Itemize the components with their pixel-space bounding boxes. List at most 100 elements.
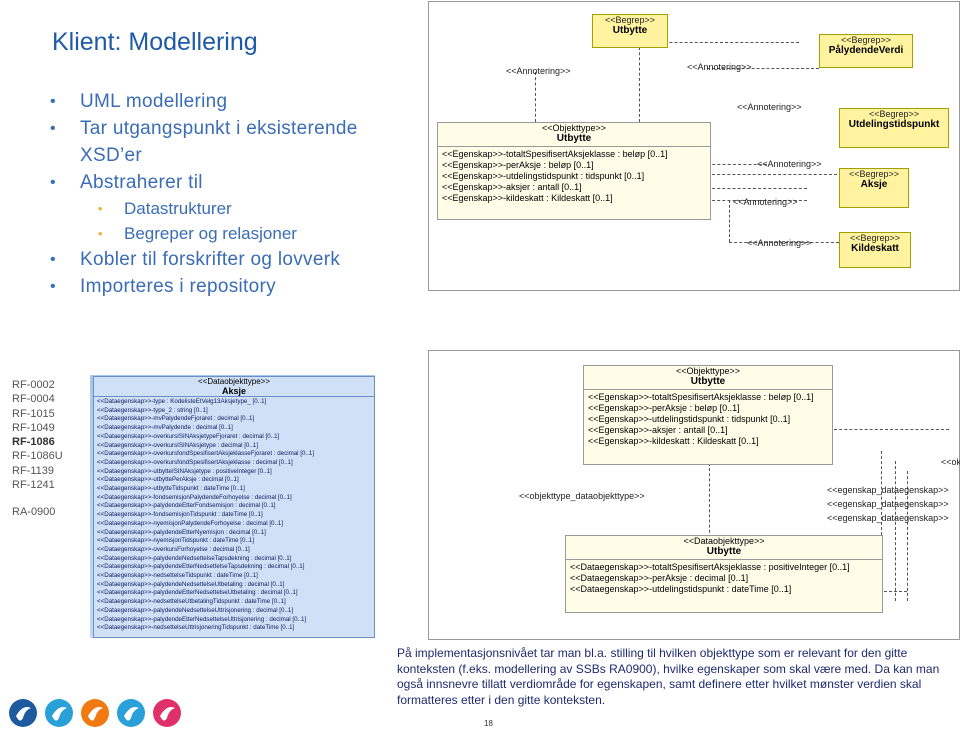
uml-dataobjekttype-class[interactable]: <<Dataobjekttype>> Utbytte <<Dataegenska… — [565, 535, 883, 613]
uml-begrep-class[interactable]: <<Begrep>> PålydendeVerdi — [819, 34, 913, 68]
class-name: Utbytte — [584, 376, 832, 390]
uml-begrep-class[interactable]: <<Begrep>> Utbytte — [592, 14, 668, 48]
class-attribute: <<Dataegenskap>>-overkursfondSpesifisert… — [97, 458, 293, 466]
class-attributes: <<Egenskap>>-totaltSpesifisertAksjeklass… — [584, 390, 832, 449]
class-name: Aksje — [860, 179, 888, 190]
connector-line — [707, 164, 767, 165]
bullet-item: UML modellering — [50, 88, 400, 115]
connector-line — [895, 461, 896, 601]
class-attribute: <<Egenskap>>-kildeskatt : Kildeskatt [0.… — [588, 436, 759, 446]
class-attribute: <<Dataegenskap>>-type : KodelisteEtVelg1… — [97, 398, 267, 405]
class-attribute: <<Dataegenskap>>-palydendeEtterFondsemis… — [97, 502, 276, 510]
rf-form-list: RF-0002 RF-0004 RF-1015 RF-1049 RF-1086 … — [12, 378, 63, 492]
rf-item: RF-0004 — [12, 393, 55, 406]
class-attribute: <<Dataegenskap>>-palydendeEtterNedsettel… — [97, 563, 305, 571]
bullet-list: UML modellering Tar utgangspunkt i eksis… — [50, 88, 400, 300]
class-attribute: <<Dataegenskap>>-nyemisjonPalydendeForho… — [97, 519, 284, 527]
uml-objekttype-class[interactable]: <<Objekttype>> Utbytte <<Egenskap>>-tota… — [437, 122, 711, 220]
uml-objekttype-class[interactable]: <<Objekttype>> Utbytte <<Egenskap>>-tota… — [583, 365, 833, 465]
uml-begrep-class[interactable]: <<Begrep>> Aksje — [839, 168, 909, 208]
class-attribute: <<Dataegenskap>>-palydendeNedsettelseTap… — [97, 554, 292, 562]
connector-line — [707, 200, 807, 201]
class-name: Kildeskatt — [851, 243, 899, 254]
class-attribute: <<Dataegenskap>>-overkursfondSpesifisert… — [97, 450, 315, 458]
uml-begrep-class[interactable]: <<Begrep>> Kildeskatt — [839, 232, 911, 268]
class-attribute: <<Dataegenskap>>-type_2 : string [0..1] — [97, 406, 208, 414]
implementation-diagram-panel: <<Objekttype>> Utbytte <<Egenskap>>-tota… — [428, 350, 960, 640]
concept-diagram-panel: <<Annotering>> <<Annotering>> <<Annoteri… — [428, 1, 960, 291]
class-attributes: <<Egenskap>>-totaltSpesifisertAksjeklass… — [438, 147, 710, 206]
class-attribute: <<Dataegenskap>>-overkursISINAksjetype :… — [97, 441, 258, 449]
connector-line — [881, 451, 882, 601]
connector-line — [639, 42, 799, 43]
class-attribute: <<Dataegenskap>>-overkursISINAksjetypeFj… — [97, 432, 280, 440]
class-stereotype: <<Objekttype>> — [541, 123, 607, 133]
ssb-logo-icon — [8, 698, 38, 728]
connector-line — [729, 200, 730, 242]
uml-begrep-class[interactable]: <<Begrep>> Utdelingstidspunkt — [839, 108, 949, 148]
connector-line — [535, 72, 536, 122]
ra-label: RA-0900 — [12, 506, 56, 518]
class-attribute: <<Dataegenskap>>-utbyttePerAksje : decim… — [97, 476, 239, 484]
class-stereotype: <<Begrep>> — [848, 169, 900, 179]
ssb-logo-icon — [116, 698, 146, 728]
class-name: Utbytte — [566, 546, 882, 560]
page-number: 18 — [484, 719, 493, 728]
ssb-logo-icon — [44, 698, 74, 728]
association-label: <<egenskap_dataegenskap>> — [827, 485, 949, 495]
class-attribute: <<Egenskap>>-aksjer : antall [0..1] — [442, 182, 582, 192]
ssb-logo-icon — [152, 698, 182, 728]
rf-item-highlighted: RF-1086 — [12, 436, 55, 449]
sub-bullet-item: Datastrukturer — [50, 196, 400, 221]
class-stereotype: <<Begrep>> — [868, 109, 920, 119]
class-attribute: <<Dataegenskap>>-perAksje : decimal [0..… — [570, 573, 749, 583]
rf-item: RF-1015 — [12, 407, 55, 420]
class-stereotype: <<Dataobjekttype>> — [197, 377, 271, 386]
ssb-logo-icon — [80, 698, 110, 728]
rf-item: RF-1241 — [12, 479, 55, 492]
slide-caption: På implementasjonsnivået tar man bl.a. s… — [397, 646, 940, 707]
class-attribute: <<Dataegenskap>>-overkursForhoyelse : de… — [97, 545, 250, 553]
class-attribute: <<Egenskap>>-perAksje : beløp [0..1] — [442, 160, 594, 170]
class-attribute: <<Dataegenskap>>-palydendeEtterNyemisjon… — [97, 528, 266, 536]
class-name: Utdelingstidspunkt — [848, 119, 940, 130]
bullet-item: Abstraherer til — [50, 169, 400, 196]
class-attribute: <<Dataegenskap>>-nedsettelseUttrisjoneri… — [97, 624, 295, 632]
class-attribute: <<Dataegenskap>>-totaltSpesifisertAksjek… — [570, 562, 850, 572]
rf-item: RF-1049 — [12, 421, 55, 434]
class-stereotype: <<Objekttype>> — [675, 366, 741, 376]
uml-dataobjekttype-aksje[interactable]: <<Dataobjekttype>> Aksje <<Dataegenskap>… — [93, 376, 375, 638]
annotation-label: <<Annotering>> — [747, 238, 812, 248]
connector-line — [707, 188, 807, 189]
class-attributes: <<Dataegenskap>>-type : KodelisteEtVelg1… — [94, 397, 374, 634]
class-attribute: <<Dataegenskap>>-fondsemisjonPalydendeFo… — [97, 493, 292, 501]
connector-line — [707, 174, 837, 175]
bullet-item: Importeres i repository — [50, 273, 400, 300]
connector-line — [709, 463, 710, 543]
annotation-label: <<Annotering>> — [737, 102, 802, 112]
class-attribute: <<Dataegenskap>>-palydendeNedsettelseUtt… — [97, 606, 294, 614]
annotation-label: <<Annotering>> — [757, 159, 822, 169]
class-name: Utbytte — [612, 25, 648, 36]
annotation-label: <<Annotering>> — [687, 62, 752, 72]
connector-line — [639, 42, 640, 122]
class-attribute: <<Egenskap>>-utdelingstidspunkt : tidspu… — [588, 414, 791, 424]
class-attribute: <<Egenskap>>-totaltSpesifisertAksjeklass… — [442, 149, 668, 159]
sub-bullet-item: Begreper og relasjoner — [50, 221, 400, 246]
association-label: <<egenskap_dataegenskap>> — [827, 513, 949, 523]
class-attribute: <<Dataegenskap>>-utbytteISINAksjetype : … — [97, 467, 272, 475]
class-attribute: <<Dataegenskap>>-mvPalydendeFjoraret : d… — [97, 415, 255, 423]
association-label: <<egenskap_dataegenskap>> — [827, 499, 949, 509]
connector-line — [829, 429, 949, 430]
rf-item: RF-1086U — [12, 450, 63, 463]
class-attribute: <<Dataegenskap>>-palydendeEtterNedsettel… — [97, 615, 307, 623]
slide-title: Klient: Modellering — [52, 28, 258, 56]
class-attribute: <<Egenskap>>-totaltSpesifisertAksjeklass… — [588, 392, 814, 402]
class-attribute: <<Egenskap>>-kildeskatt : Kildeskatt [0.… — [442, 193, 613, 203]
bullet-item: Tar utgangspunkt i eksisterende XSD’er — [50, 115, 400, 169]
annotation-label: <<Annotering>> — [506, 66, 571, 76]
class-stereotype: <<Begrep>> — [604, 15, 656, 25]
class-stereotype: <<Begrep>> — [840, 35, 892, 45]
class-attribute: <<Dataegenskap>>-palydendeEtterNedsettel… — [97, 589, 298, 597]
class-attribute: <<Dataegenskap>>-utdelingstidspunkt : da… — [570, 584, 792, 594]
